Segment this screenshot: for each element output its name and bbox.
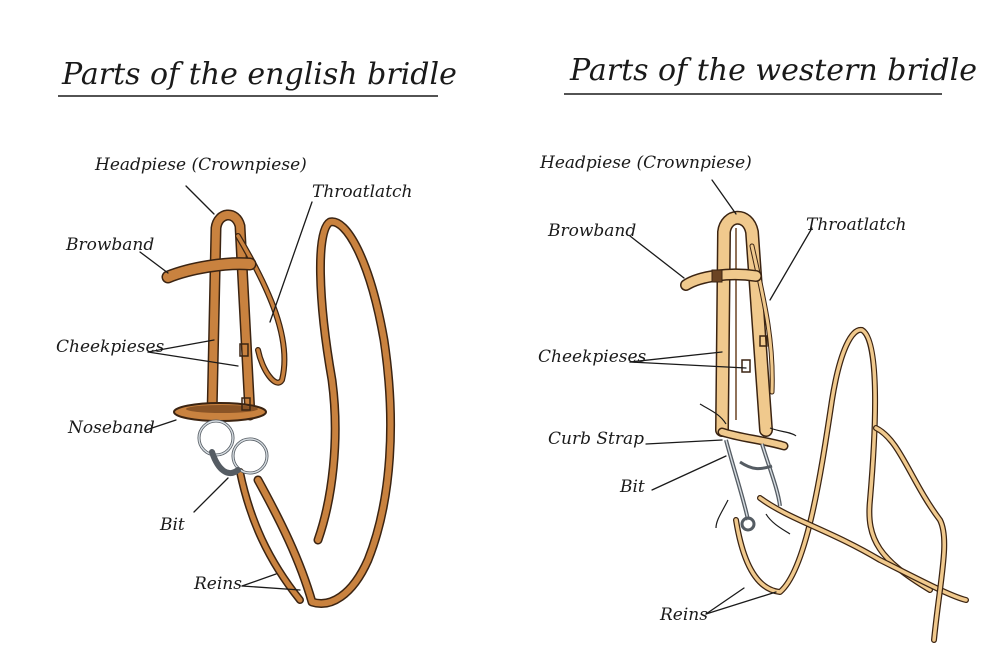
english-title: Parts of the english bridle: [61, 57, 457, 92]
western-bridle-illustration: [680, 210, 797, 535]
western-bridle-panel: Parts of the western bridle: [538, 53, 977, 643]
english-bridle-panel: Parts of the english bridle: [56, 57, 457, 608]
english-label-headpiece: Headpiese (Crownpiese): [94, 155, 307, 175]
western-label-browband: Browband: [547, 221, 636, 241]
english-label-noseband: Noseband: [67, 418, 155, 438]
western-leader-lines: [629, 179, 813, 615]
western-label-bit: Bit: [619, 477, 645, 497]
english-reins-illustration: [236, 217, 396, 608]
western-label-reins: Reins: [659, 605, 708, 625]
western-label-headpiece: Headpiese (Crownpiese): [539, 153, 752, 173]
english-bridle-illustration: [161, 209, 288, 477]
western-label-curb-strap: Curb Strap: [548, 429, 644, 449]
western-reins-illustration: [733, 326, 969, 643]
english-label-cheekpieces: Cheekpieses: [56, 337, 165, 357]
western-label-cheekpieces: Cheekpieses: [538, 347, 647, 367]
english-label-bit: Bit: [159, 515, 185, 535]
english-label-throatlatch: Throatlatch: [312, 182, 413, 202]
english-leader-lines: [139, 185, 313, 591]
western-label-throatlatch: Throatlatch: [806, 215, 907, 235]
western-title: Parts of the western bridle: [569, 53, 977, 88]
english-label-browband: Browband: [65, 235, 154, 255]
english-label-reins: Reins: [193, 574, 242, 594]
